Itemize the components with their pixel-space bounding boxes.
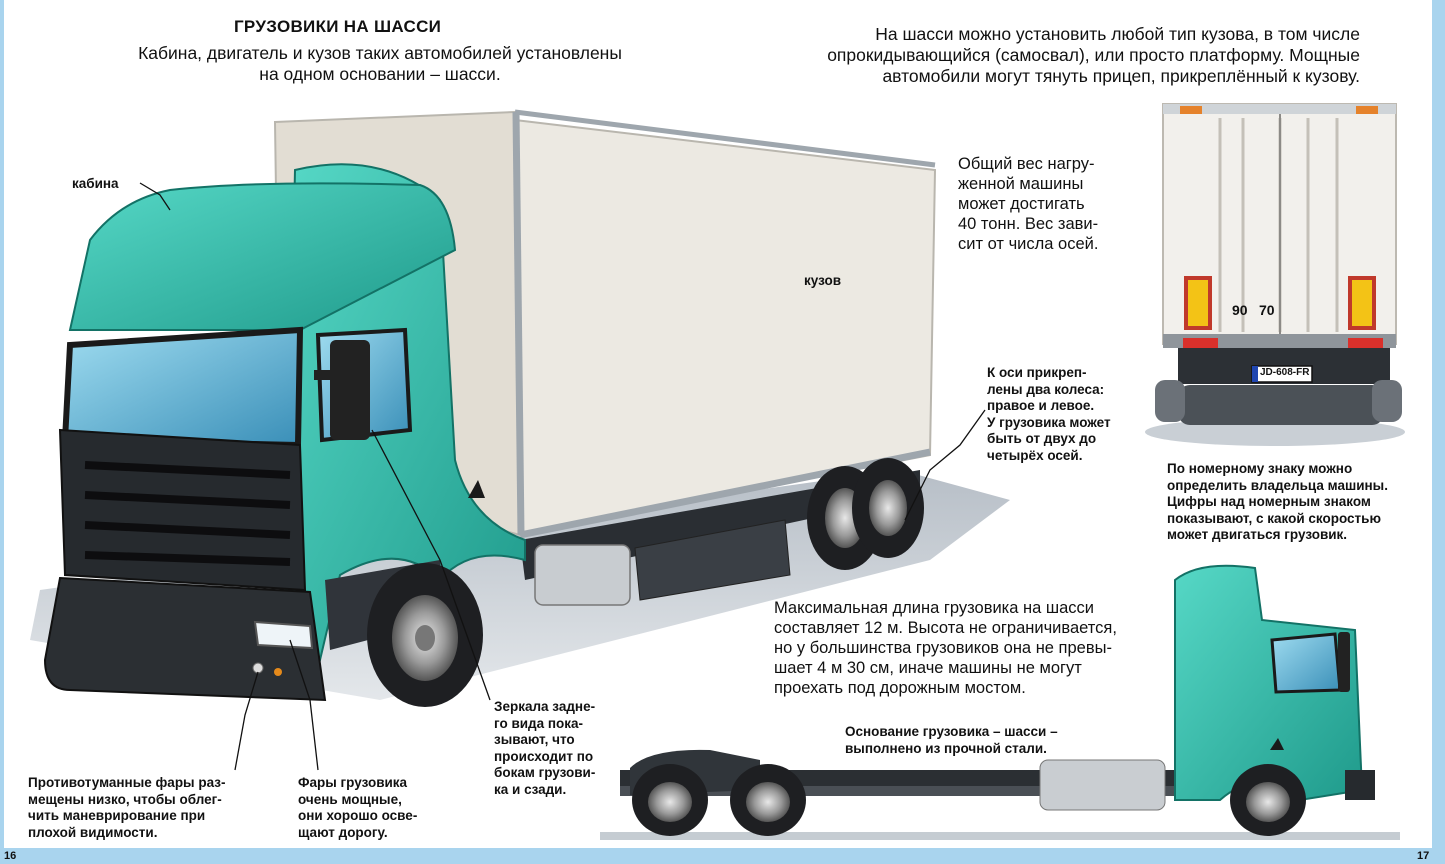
chassis-text-line: выполнено из прочной стали. xyxy=(845,740,1047,756)
mirrors-text-line: зывают, что xyxy=(494,732,575,747)
page-heading: ГРУЗОВИКИ НА ШАССИ xyxy=(234,17,442,36)
windshield xyxy=(61,326,304,449)
headlight xyxy=(253,620,314,650)
chassis-truck xyxy=(600,564,1400,840)
page-frame-left xyxy=(0,0,4,864)
mirrors-text-line: го вида пока- xyxy=(494,715,584,731)
left-intro: Кабина, двигатель и кузов таких автомоби… xyxy=(70,43,690,85)
axle-text-line: У грузовика может xyxy=(987,414,1111,430)
mirrors-text-line: Зеркала задне- xyxy=(494,699,596,714)
mirrors-text-line: ка и сзади. xyxy=(494,781,567,797)
weight-text-line: 40 тонн. Вес зави- xyxy=(958,215,1099,233)
rear-view-truck xyxy=(1145,103,1405,446)
fog-light xyxy=(252,662,264,674)
chassis-text-line: Основание грузовика – шасси – xyxy=(845,724,1058,739)
speed-number: 70 xyxy=(1259,302,1275,318)
axle-text-line: быть от двух до xyxy=(987,431,1097,446)
length-text-line: проехать под дорожным мостом. xyxy=(774,679,1026,697)
mirrors-text: Зеркала задне- го вида пока- зывают, что… xyxy=(494,699,595,798)
length-text-line: составляет 12 м. Высота не ограничиваетс… xyxy=(774,619,1117,637)
length-text: Максимальная длина грузовика на шасси со… xyxy=(774,598,1117,698)
weight-text-line: сит от числа осей. xyxy=(958,235,1099,253)
axle-text-line: лены два колеса: xyxy=(987,381,1105,397)
plate-text-line: По номерному знаку можно xyxy=(1167,461,1353,476)
headlights-text-line: Фары грузовика xyxy=(298,775,408,790)
axle-text-line: правое и левое. xyxy=(987,398,1095,413)
headlights-text-line: щают дорогу. xyxy=(298,824,388,840)
fog-text-line: Противотуманные фары раз- xyxy=(28,775,226,790)
length-text-line: шает 4 м 30 см, иначе машины не могут xyxy=(774,659,1082,677)
mirrors-text-line: происходит по xyxy=(494,748,594,764)
page-frame-right xyxy=(1432,0,1445,864)
mirrors-text-line: бокам грузови- xyxy=(494,765,596,780)
left-intro-line: на одном основании – шасси. xyxy=(259,64,501,84)
right-intro-line: автомобили могут тянуть прицеп, прикрепл… xyxy=(882,66,1360,86)
length-text-line: Максимальная длина грузовика на шасси xyxy=(774,599,1095,617)
fog-text-line: чить маневрирование при xyxy=(28,808,206,823)
weight-text: Общий вес нагру- женной машины может дос… xyxy=(958,154,1098,254)
page-frame-bottom xyxy=(0,848,1445,864)
speed-number: 90 xyxy=(1232,302,1248,318)
plate-text-line: определить владельца машины. xyxy=(1167,477,1388,493)
side-mirror xyxy=(330,340,370,440)
page-number-right: 17 xyxy=(1417,850,1430,862)
license-plate: JD-608-FR xyxy=(1260,367,1310,378)
right-intro: На шасси можно установить любой тип кузо… xyxy=(760,24,1360,87)
chassis-text: Основание грузовика – шасси – выполнено … xyxy=(845,724,1058,757)
main-truck xyxy=(30,109,1010,707)
right-intro-line: На шасси можно установить любой тип кузо… xyxy=(875,24,1360,44)
fog-lights-text: Противотуманные фары раз- мещены низко, … xyxy=(28,775,225,841)
headlights-text-line: очень мощные, xyxy=(298,791,402,807)
length-text-line: но у большинства грузовиков она не превы… xyxy=(774,639,1112,657)
plate-text-line: Цифры над номерным знаком xyxy=(1167,494,1371,509)
plate-text: По номерному знаку можно определить влад… xyxy=(1167,461,1388,544)
right-intro-line: опрокидывающийся (самосвал), или просто … xyxy=(827,45,1360,65)
fog-text-line: плохой видимости. xyxy=(28,824,158,840)
weight-text-line: может достигать xyxy=(958,195,1085,213)
label-body: кузов xyxy=(804,273,842,288)
page-number-left: 16 xyxy=(4,850,17,862)
label-cab: кабина xyxy=(72,176,119,191)
axle-text-line: К оси прикреп- xyxy=(987,365,1087,380)
axle-text-line: четырёх осей. xyxy=(987,447,1083,463)
weight-text-line: Общий вес нагру- xyxy=(958,155,1095,173)
plate-text-line: показывают, с какой скоростью xyxy=(1167,510,1381,526)
headlights-text-line: они хорошо осве- xyxy=(298,808,418,823)
headlights-text: Фары грузовика очень мощные, они хорошо … xyxy=(298,775,417,841)
weight-text-line: женной машины xyxy=(958,175,1084,193)
fog-text-line: мещены низко, чтобы облег- xyxy=(28,791,222,807)
left-intro-line: Кабина, двигатель и кузов таких автомоби… xyxy=(138,43,622,63)
plate-text-line: может двигаться грузовик. xyxy=(1167,527,1348,542)
axle-text: К оси прикреп- лены два колеса: правое и… xyxy=(987,365,1111,464)
